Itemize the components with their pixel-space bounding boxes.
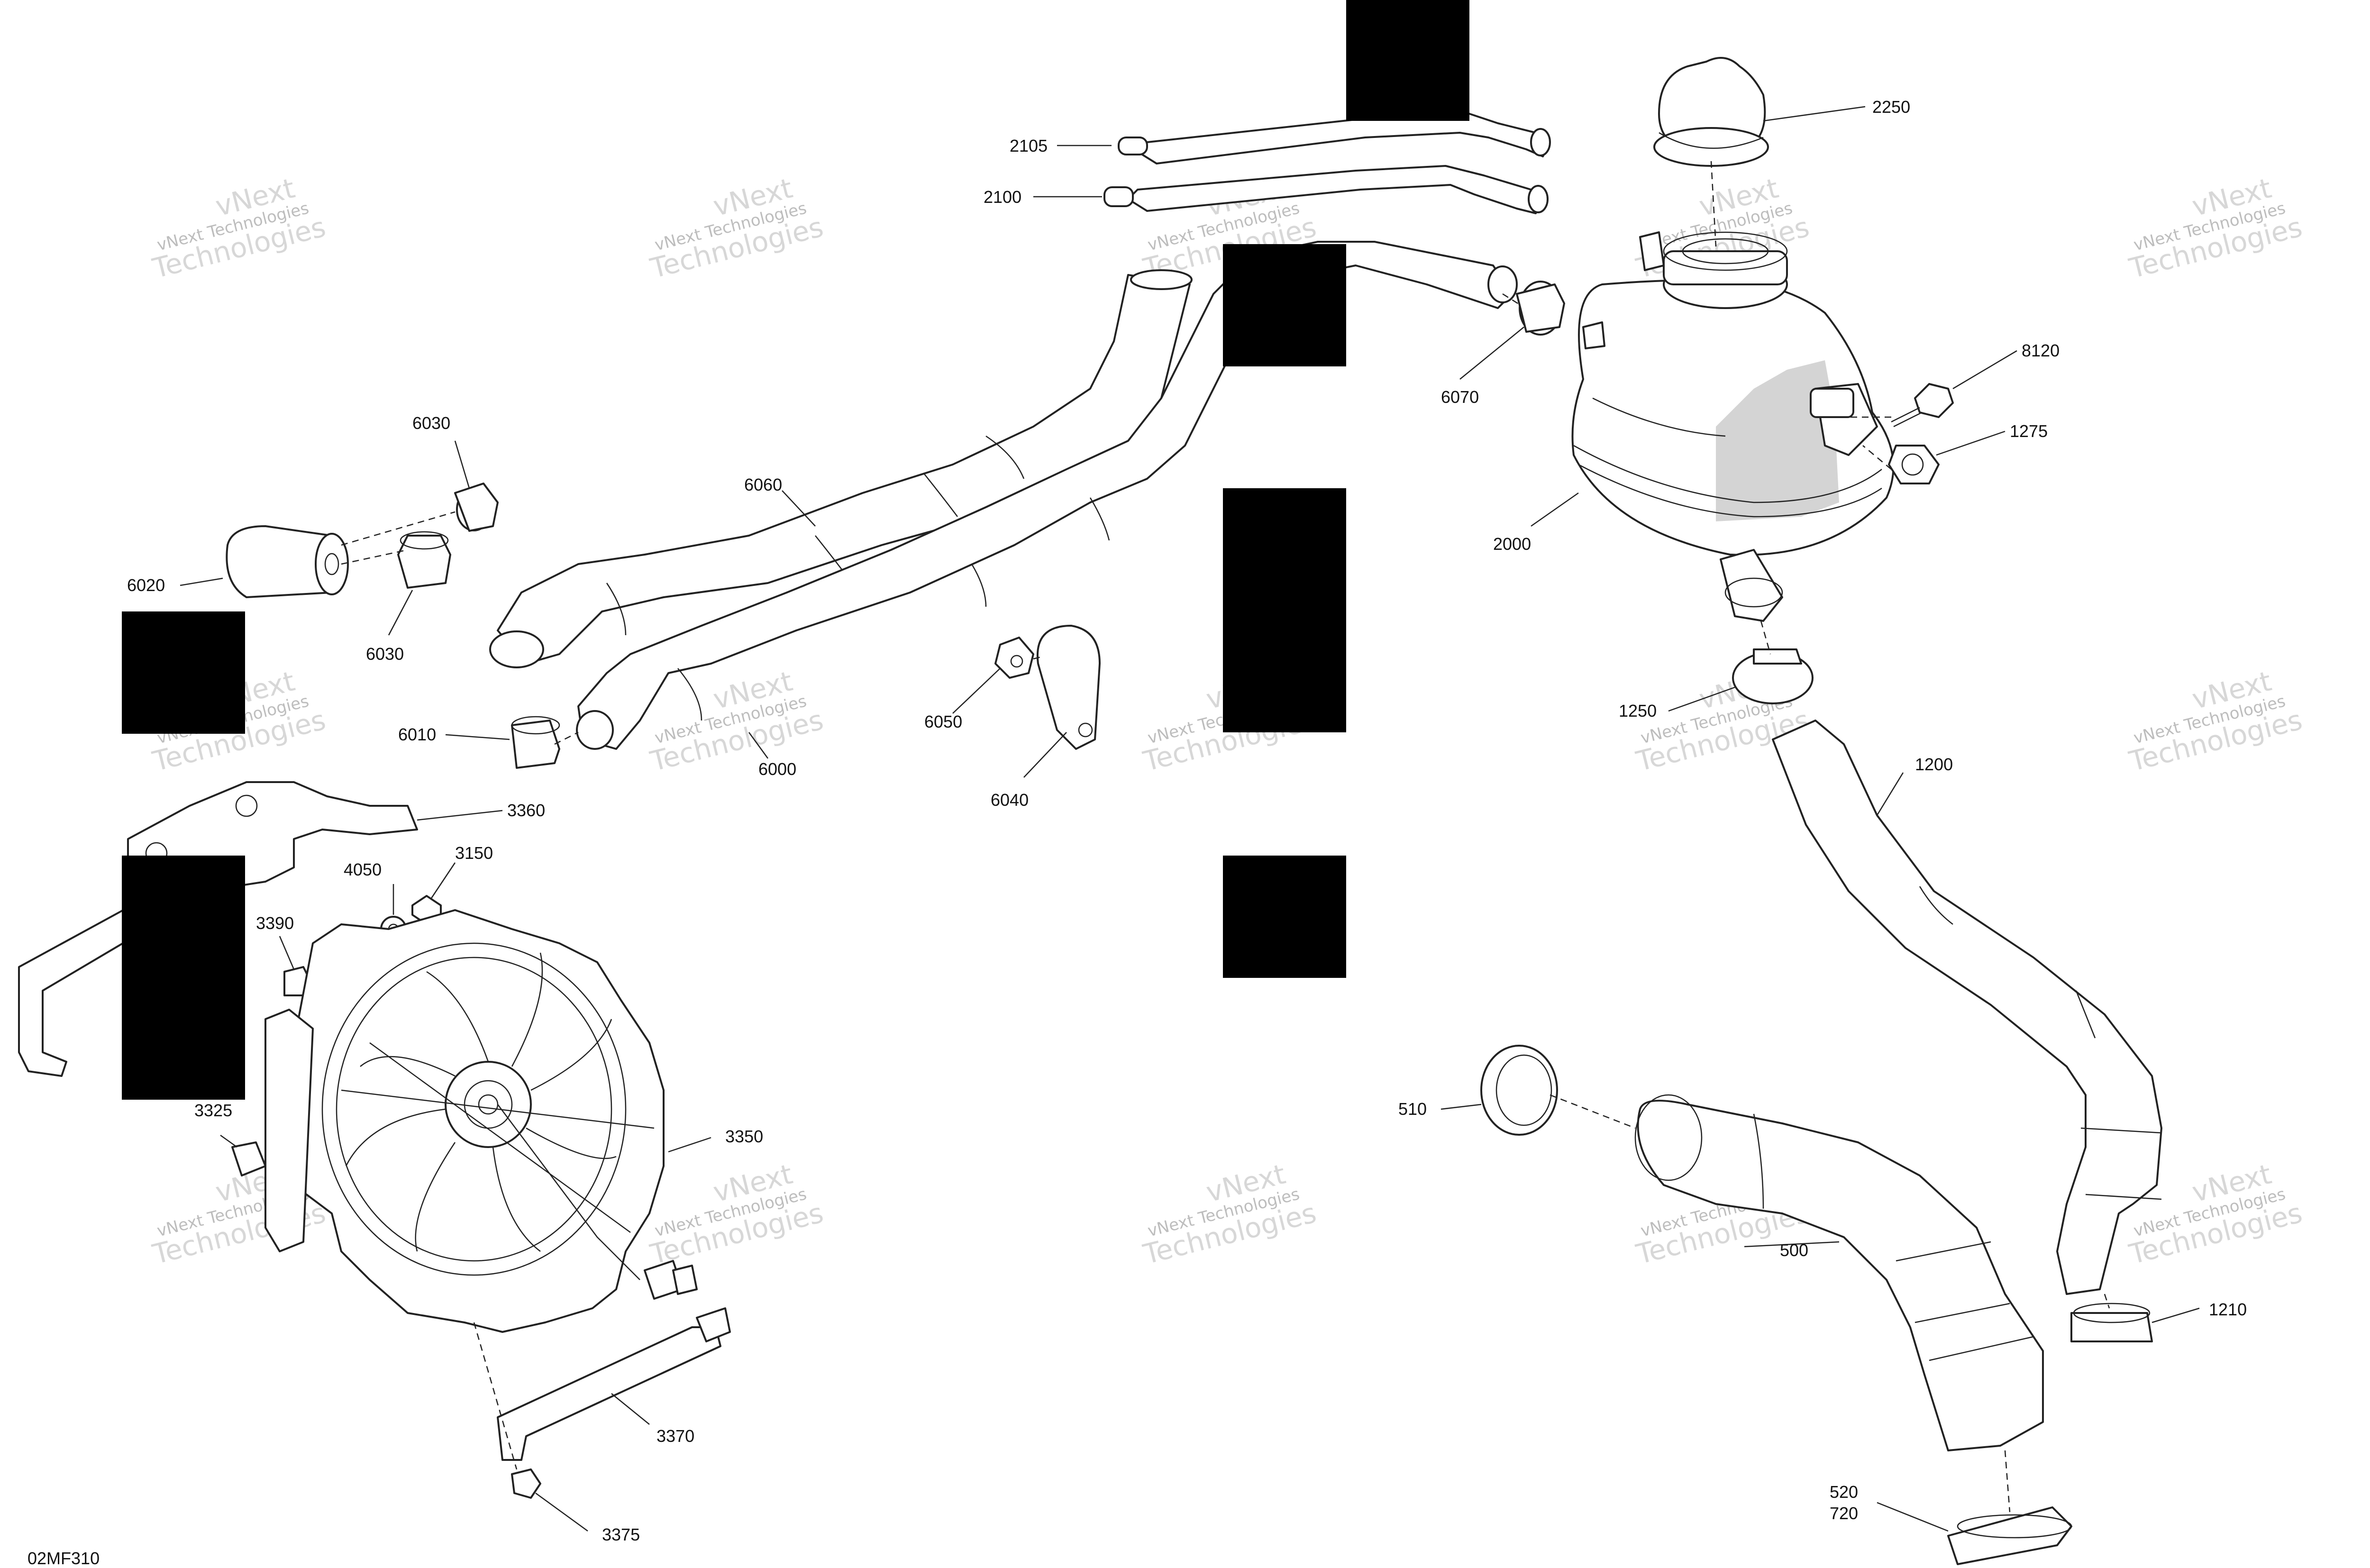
hose-1200[interactable] — [1772, 720, 2162, 1295]
callout-500[interactable]: 500 — [1780, 1240, 1808, 1260]
callout-4050[interactable]: 4050 — [344, 860, 382, 879]
callout-3370[interactable]: 3370 — [656, 1426, 694, 1446]
callout-1250[interactable]: 1250 — [1619, 701, 1657, 720]
bracket-3370[interactable] — [497, 1307, 731, 1461]
callout-6030-lower[interactable]: 6030 — [366, 644, 404, 664]
redaction-block — [1223, 488, 1346, 732]
watermark: vNext Technologies vNext Technologies — [149, 172, 329, 285]
callout-720[interactable]: 720 — [1830, 1504, 1858, 1523]
redaction-blocks — [122, 0, 1469, 1100]
clamp-1210[interactable] — [2070, 1303, 2153, 1342]
callout-3360[interactable]: 3360 — [507, 801, 545, 820]
callout-6060[interactable]: 6060 — [744, 475, 782, 494]
clamp-1250[interactable] — [1732, 648, 1814, 704]
callout-6000[interactable]: 6000 — [758, 759, 796, 779]
coolant-reservoir-2000[interactable] — [1571, 231, 1895, 622]
callout-1275[interactable]: 1275 — [2010, 421, 2048, 441]
callout-labels: 2105 2100 2250 6070 8120 1275 2000 6030 … — [127, 97, 2247, 1544]
drawing-code: 02MF310 — [27, 1549, 100, 1568]
callout-6030-upper[interactable]: 6030 — [412, 413, 450, 433]
callout-3350[interactable]: 3350 — [725, 1127, 763, 1146]
callout-3325[interactable]: 3325 — [194, 1101, 232, 1120]
clamp-6010[interactable] — [511, 716, 560, 769]
hose-2105[interactable] — [1118, 113, 1551, 164]
clamp-6030-lower[interactable] — [397, 531, 451, 589]
callout-510[interactable]: 510 — [1398, 1099, 1427, 1119]
callout-2100[interactable]: 2100 — [984, 187, 1021, 207]
callout-3150[interactable]: 3150 — [455, 843, 493, 863]
callout-3375[interactable]: 3375 — [602, 1525, 640, 1544]
callout-6070[interactable]: 6070 — [1441, 387, 1479, 407]
clamp-1275[interactable] — [1888, 445, 1940, 484]
clamp-520-720[interactable] — [1947, 1506, 2072, 1565]
callout-1200[interactable]: 1200 — [1915, 755, 1953, 774]
redaction-block — [122, 856, 245, 1100]
watermark: vNext Technologies vNext Technologies — [2126, 665, 2306, 778]
clamp-6070[interactable] — [1516, 281, 1565, 336]
bracket-6040[interactable] — [1036, 625, 1101, 750]
callout-2000[interactable]: 2000 — [1493, 534, 1531, 554]
callout-6040[interactable]: 6040 — [991, 790, 1029, 810]
hose-6060[interactable] — [489, 269, 1193, 668]
clamp-510[interactable] — [1480, 1045, 1558, 1136]
redaction-block — [1223, 244, 1346, 366]
fan-3350[interactable] — [264, 909, 698, 1333]
screw-8120[interactable] — [1891, 383, 1954, 428]
callout-520[interactable]: 520 — [1830, 1482, 1858, 1502]
nut-3375[interactable] — [511, 1468, 541, 1499]
callout-2105[interactable]: 2105 — [1010, 136, 1048, 155]
hose-2100[interactable] — [1103, 165, 1549, 214]
callout-2250[interactable]: 2250 — [1872, 97, 1910, 117]
callout-3390[interactable]: 3390 — [256, 913, 294, 933]
redaction-block — [1346, 0, 1469, 121]
hose-6020[interactable] — [226, 525, 349, 598]
redaction-block — [122, 611, 245, 734]
callout-1210[interactable]: 1210 — [2209, 1300, 2247, 1319]
watermark: vNext Technologies vNext Technologies — [2126, 172, 2306, 285]
nut-6050[interactable] — [994, 637, 1034, 679]
leader-lines — [180, 106, 2200, 1532]
hose-500[interactable] — [1634, 1094, 2044, 1451]
clamp-6030-upper[interactable] — [454, 483, 499, 532]
redaction-block — [1223, 856, 1346, 978]
radiator-cap-2250[interactable] — [1653, 57, 1769, 167]
watermark: vNext Technologies vNext Technologies — [647, 172, 827, 285]
callout-8120[interactable]: 8120 — [2022, 341, 2060, 360]
hose-6000[interactable] — [576, 241, 1518, 750]
callout-6010[interactable]: 6010 — [398, 725, 436, 744]
callout-6050[interactable]: 6050 — [924, 712, 962, 731]
watermark: vNext Technologies vNext Technologies — [1140, 1158, 1320, 1271]
callout-6020[interactable]: 6020 — [127, 575, 165, 595]
watermark: vNext Technologies vNext Technologies — [647, 1158, 827, 1271]
